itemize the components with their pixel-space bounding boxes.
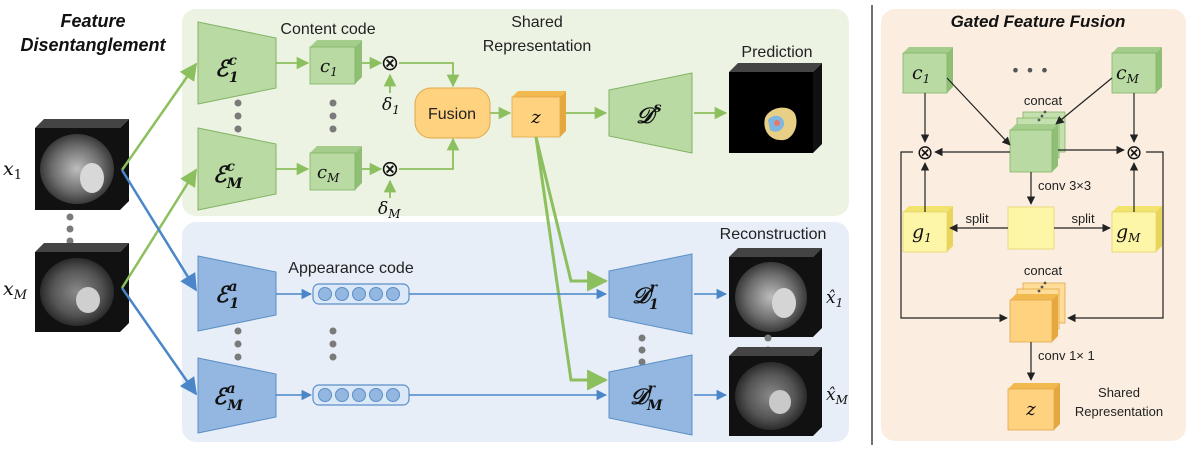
gated-g1-block xyxy=(902,206,953,253)
svg-text:⊗: ⊗ xyxy=(917,140,934,164)
seg-decoder-label: 𝒟s xyxy=(636,100,662,129)
content-encoder-1 xyxy=(197,21,277,105)
vertical-dots-content-encoders xyxy=(234,99,242,133)
appearance-encoder-1 xyxy=(197,255,277,332)
prediction-label: Prediction xyxy=(741,44,812,61)
vertical-dots-appearance-encoders xyxy=(234,327,242,361)
gated-g1-label: g1 xyxy=(912,221,932,245)
gated-cm-label: cM xyxy=(1116,62,1140,86)
content-arrows xyxy=(276,56,728,198)
recon-image-1 xyxy=(729,248,822,337)
recon-decoder-m xyxy=(608,354,693,436)
vertical-dots-content-codes xyxy=(329,99,337,133)
gated-concat-bottom-label: concat xyxy=(1024,263,1063,278)
gated-split-block xyxy=(1007,206,1055,250)
gated-otimes-right: ⊗ xyxy=(1126,140,1143,164)
recon-image-m xyxy=(729,347,822,436)
input-image-1 xyxy=(35,119,129,210)
gated-gm-block xyxy=(1111,206,1162,253)
feature-title-line1: Feature xyxy=(60,11,125,31)
z-label: z xyxy=(530,107,541,128)
gated-concat-top-block xyxy=(1009,110,1066,173)
gated-title: Gated Feature Fusion xyxy=(951,12,1126,31)
appearance-encoder-m xyxy=(197,357,277,434)
vertical-dots-appearance-codes xyxy=(329,327,337,361)
input-image-m xyxy=(35,243,129,332)
otimes-1: ⊗ xyxy=(381,51,399,76)
gated-conv1-label: conv 1× 1 xyxy=(1038,348,1095,363)
seg-decoder xyxy=(608,72,693,154)
shared-representation-z xyxy=(511,91,566,138)
svg-text:⊗: ⊗ xyxy=(1126,140,1143,164)
gated-split-right-label: split xyxy=(1071,211,1095,226)
vertical-dots-recon-decoders xyxy=(638,334,646,366)
delta-m: δM xyxy=(378,199,401,221)
vertical-dots-inputs xyxy=(66,213,74,245)
gated-otimes-left: ⊗ xyxy=(917,140,934,164)
gated-dots: • • • xyxy=(1011,61,1049,80)
content-code-1-label: c1 xyxy=(320,56,338,79)
gated-shared-line1: Shared xyxy=(1098,385,1140,400)
appearance-code-1 xyxy=(312,283,410,305)
gated-concat-top-label: concat xyxy=(1024,93,1063,108)
gated-c1-block xyxy=(902,47,953,94)
gated-gm-label: gM xyxy=(1116,221,1141,245)
content-encoder-m xyxy=(197,127,277,211)
appearance-code-label: Appearance code xyxy=(288,260,414,277)
shared-label-line2: Representation xyxy=(483,38,592,55)
fusion-block xyxy=(414,87,491,139)
recon-output-1-label: x̂1 xyxy=(826,288,843,310)
gated-arrows xyxy=(900,77,1164,381)
input-label-m: xM xyxy=(3,278,28,303)
recon-decoder-1 xyxy=(608,253,693,335)
z-to-recon-arrows xyxy=(534,136,609,391)
gated-split-left-label: split xyxy=(965,211,989,226)
gated-z-block xyxy=(1007,383,1060,431)
content-code-label: Content code xyxy=(280,21,375,38)
gated-concat-bottom-block xyxy=(1009,281,1066,343)
input-arrows xyxy=(120,62,198,396)
content-code-m xyxy=(309,146,362,191)
otimes-m: ⊗ xyxy=(381,157,399,182)
content-code-1 xyxy=(309,40,362,85)
recon-output-m-label: x̂M xyxy=(826,385,849,407)
reconstruction-label: Reconstruction xyxy=(720,226,827,243)
appearance-arrows xyxy=(276,288,728,401)
shared-label-line1: Shared xyxy=(511,14,563,31)
gated-conv3-label: conv 3×3 xyxy=(1038,178,1091,193)
feature-title-line2: Disentanglement xyxy=(20,35,166,55)
gated-shared-line2: Representation xyxy=(1075,404,1163,419)
gated-c1-label: c1 xyxy=(912,62,930,86)
gated-cm-block xyxy=(1111,47,1162,94)
fusion-label: Fusion xyxy=(428,106,476,123)
input-label-1: x1 xyxy=(3,158,22,183)
delta-1: δ1 xyxy=(382,95,400,117)
prediction-image xyxy=(729,63,822,153)
gated-z-label: z xyxy=(1025,399,1036,420)
appearance-code-m xyxy=(312,384,410,406)
content-code-m-label: cM xyxy=(317,162,340,185)
